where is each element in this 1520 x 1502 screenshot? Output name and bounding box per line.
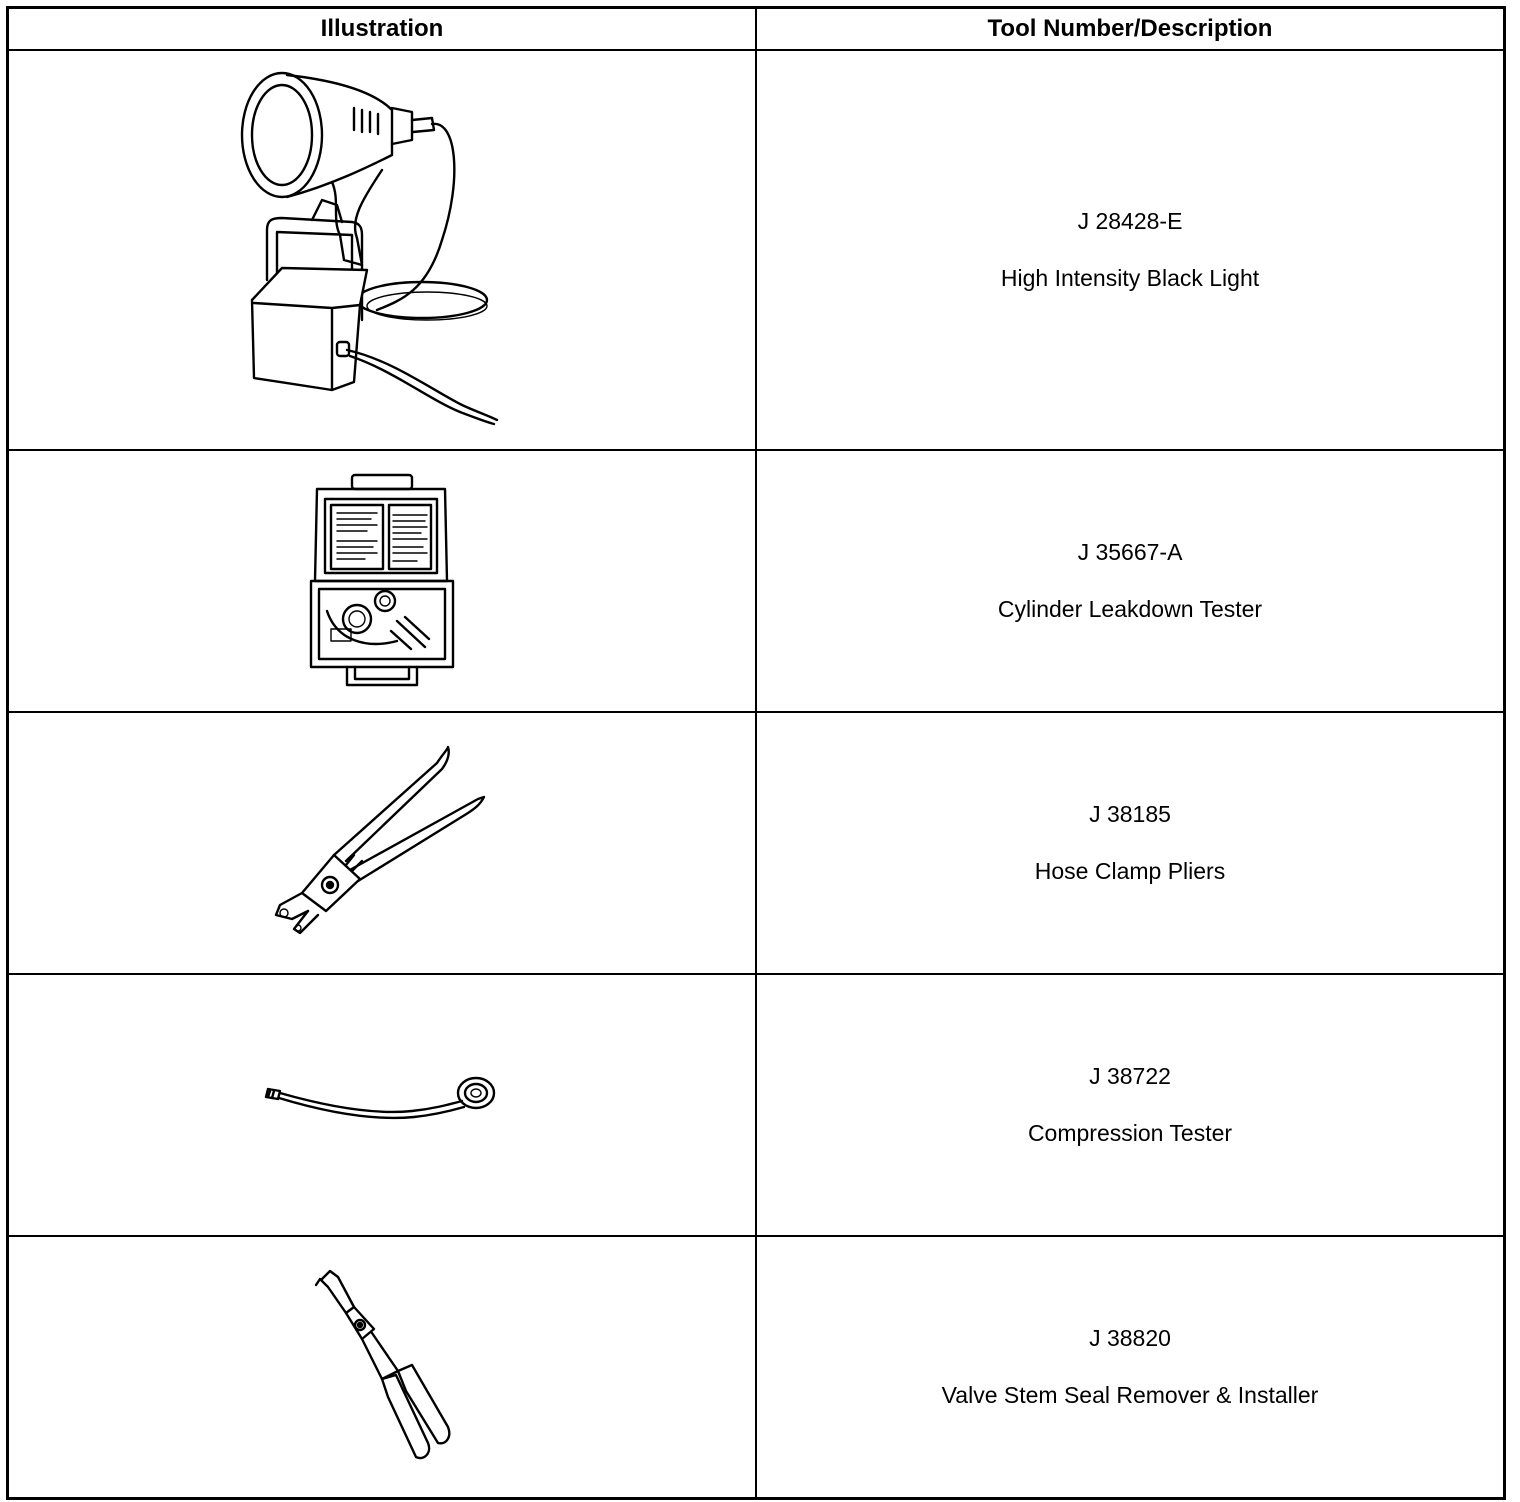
illustration-cell bbox=[6, 449, 757, 713]
illustration-cell bbox=[6, 711, 757, 975]
tool-number: J 28428-E bbox=[1077, 208, 1183, 234]
tool-description-cell: J 38185 Hose Clamp Pliers bbox=[755, 711, 1506, 975]
tool-column-header: Tool Number/Description bbox=[755, 6, 1506, 51]
tool-description-cell: J 38820 Valve Stem Seal Remover & Instal… bbox=[755, 1235, 1506, 1499]
tool-number: J 38185 bbox=[1089, 801, 1171, 827]
table-row: J 35667-A Cylinder Leakdown Tester bbox=[6, 449, 1506, 713]
tool-description-cell: J 35667-A Cylinder Leakdown Tester bbox=[755, 449, 1506, 713]
table-row: J 38820 Valve Stem Seal Remover & Instal… bbox=[6, 1235, 1506, 1499]
tool-name: Cylinder Leakdown Tester bbox=[997, 596, 1263, 622]
tool-number: J 38722 bbox=[1089, 1063, 1171, 1089]
tool-name: Hose Clamp Pliers bbox=[1034, 858, 1226, 884]
illustration-cell bbox=[6, 973, 757, 1237]
tool-description-cell: J 38722 Compression Tester bbox=[755, 973, 1506, 1237]
table-row: J 28428-E High Intensity Black Light bbox=[6, 49, 1506, 451]
tool-description-cell: J 28428-E High Intensity Black Light bbox=[755, 49, 1506, 451]
table-row: J 38722 Compression Tester bbox=[6, 973, 1506, 1237]
valve-stem-seal-tool-illustration bbox=[314, 1269, 451, 1459]
tool-name: Valve Stem Seal Remover & Installer bbox=[941, 1381, 1319, 1408]
leakdown-tester-case-illustration bbox=[309, 473, 455, 687]
tool-number: J 35667-A bbox=[1077, 539, 1183, 565]
compression-tester-illustration bbox=[264, 1076, 496, 1120]
illustration-cell bbox=[6, 49, 757, 451]
tool-name: Compression Tester bbox=[1027, 1120, 1233, 1146]
illustration-column-header: Illustration bbox=[6, 6, 757, 51]
table-row: J 38185 Hose Clamp Pliers bbox=[6, 711, 1506, 975]
table-header-row: Illustration Tool Number/Description bbox=[6, 6, 1506, 51]
illustration-cell bbox=[6, 1235, 757, 1499]
black-light-illustration bbox=[240, 71, 499, 426]
tool-number: J 38820 bbox=[1089, 1324, 1171, 1351]
special-tools-table: Illustration Tool Number/Description bbox=[6, 6, 1506, 1500]
hose-clamp-pliers-illustration bbox=[274, 745, 486, 935]
tool-name: High Intensity Black Light bbox=[1000, 265, 1260, 291]
